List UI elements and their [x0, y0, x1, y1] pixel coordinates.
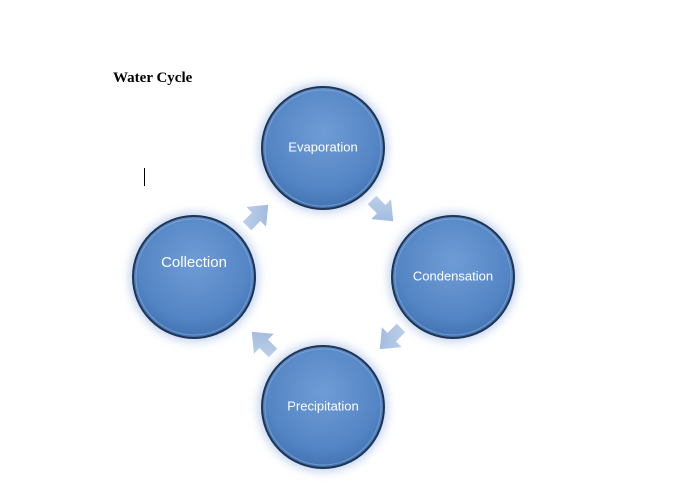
document-title: Water Cycle	[113, 70, 193, 86]
arrow-collection-to-evaporation	[242, 204, 269, 231]
node-collection: Collection	[130, 213, 258, 341]
node-evaporation: Evaporation	[259, 84, 387, 212]
node-label-collection: Collection	[161, 254, 227, 271]
arrow-evaporation-to-condensation	[367, 195, 394, 222]
node-precipitation: Precipitation	[259, 343, 387, 471]
node-label-precipitation: Precipitation	[287, 398, 359, 413]
node-label-evaporation: Evaporation	[288, 139, 357, 154]
arrow-condensation-to-precipitation	[379, 323, 406, 350]
arrow-precipitation-to-collection	[251, 331, 278, 358]
text-cursor	[144, 168, 145, 186]
node-condensation: Condensation	[389, 213, 517, 341]
node-label-condensation: Condensation	[413, 268, 493, 283]
